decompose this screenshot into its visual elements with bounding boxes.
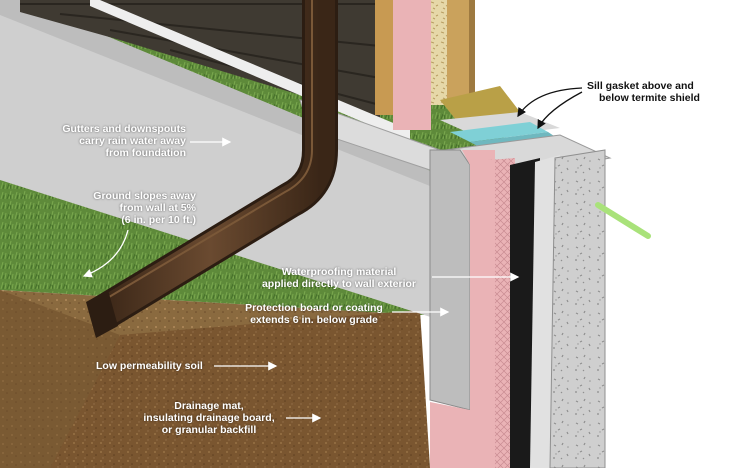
- foundation-face: [0, 0, 440, 320]
- drainage-mat-label: Drainage mat, insulating drainage board,…: [143, 400, 275, 436]
- sill-gasket-arrow-2: [537, 91, 583, 130]
- rigid-insulation: [430, 150, 495, 468]
- ground-slope-label: Ground slopes away from wall at 5% (6 in…: [93, 190, 196, 226]
- sill-gasket: [450, 122, 548, 142]
- sill-gasket-label: Sill gasket above and below termite shie…: [587, 80, 700, 104]
- wall-insulation: [393, 0, 431, 130]
- drainage-board: [488, 158, 515, 468]
- protection-board-label: Protection board or coating extends 6 in…: [245, 302, 383, 326]
- waterproofing-label: Waterproofing material applied directly …: [261, 266, 417, 290]
- stud: [375, 0, 393, 115]
- anchor-bolt: [595, 202, 651, 239]
- slope-arrow: [82, 229, 129, 278]
- soil-cross-section: [50, 310, 430, 468]
- downspout: [92, 0, 335, 328]
- protection-board: [429, 149, 471, 411]
- sill-gasket-arrow-1: [517, 87, 583, 118]
- low-perm-soil-label: Low permeability soil: [96, 360, 203, 372]
- gutters-label: Gutters and downspouts carry rain water …: [62, 123, 186, 159]
- downspout-outlet: [86, 290, 118, 338]
- foundation-wall-section: [549, 149, 606, 468]
